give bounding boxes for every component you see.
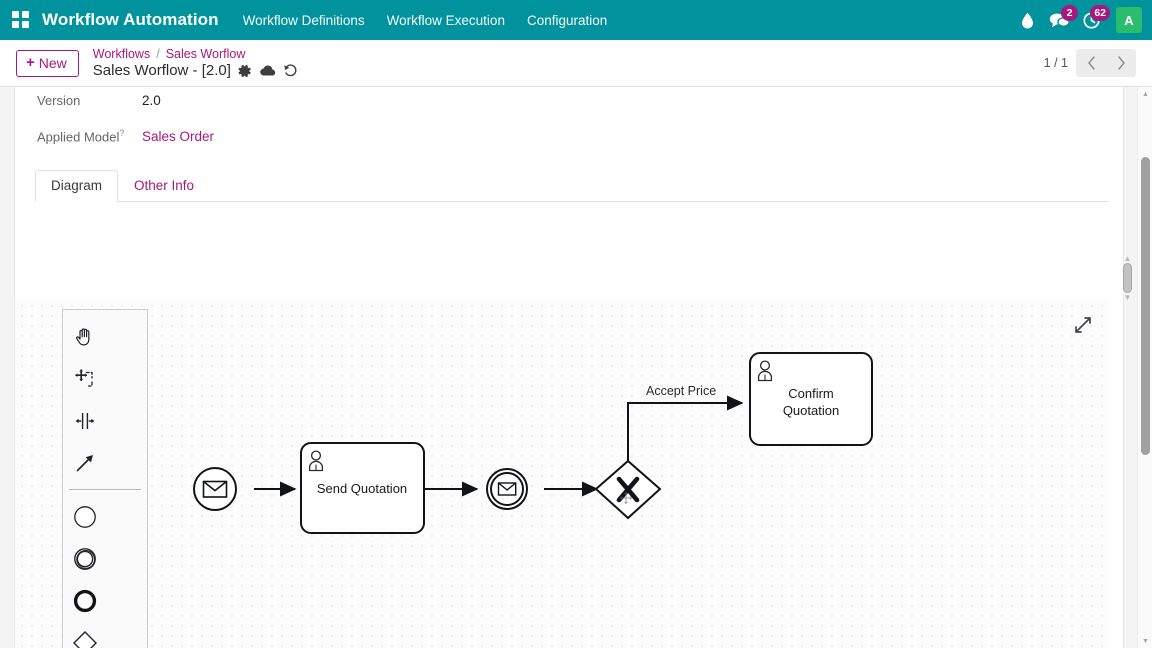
content-area: Version 2.0 Applied Model? Sales Order D… bbox=[0, 87, 1152, 648]
breadcrumb-separator: / bbox=[156, 46, 160, 61]
new-record-button[interactable]: + New bbox=[16, 49, 79, 77]
edge-label-accept-price: Accept Price bbox=[646, 384, 716, 398]
field-version-value[interactable]: 2.0 bbox=[142, 93, 161, 108]
bpmn-palette: ••• bbox=[62, 309, 148, 648]
pager-previous-button[interactable] bbox=[1076, 49, 1106, 77]
breadcrumb-item-sales-worflow[interactable]: Sales Worflow bbox=[165, 46, 246, 61]
record-pager: 1 / 1 bbox=[1044, 49, 1136, 77]
navbar-right-tools: 2 62 A bbox=[1012, 5, 1152, 34]
user-task-person-icon bbox=[308, 450, 324, 472]
record-title-row: Sales Worflow - [2.0] bbox=[93, 62, 298, 79]
end-event-icon[interactable] bbox=[63, 580, 106, 622]
intermediate-event-icon[interactable] bbox=[63, 538, 106, 580]
expand-fullscreen-icon[interactable] bbox=[1073, 315, 1093, 335]
control-panel: + New Workflows / Sales Worflow Sales Wo… bbox=[0, 40, 1152, 87]
page-title: Sales Worflow - [2.0] bbox=[92, 62, 231, 80]
start-event-icon[interactable] bbox=[63, 496, 106, 538]
task-label-confirm-quotation-line1: Confirm bbox=[788, 386, 834, 401]
field-version: Version 2.0 bbox=[15, 93, 1123, 108]
pager-next-button[interactable] bbox=[1106, 49, 1136, 77]
help-marker[interactable]: ? bbox=[119, 128, 125, 138]
settings-gear-icon[interactable] bbox=[238, 64, 252, 78]
breadcrumb: Workflows / Sales Worflow Sales Worflow … bbox=[93, 47, 298, 80]
new-button-label: New bbox=[38, 54, 67, 71]
activities-badge: 62 bbox=[1090, 5, 1110, 21]
field-applied-model: Applied Model? Sales Order bbox=[15, 128, 1123, 144]
pager-count: 1 / 1 bbox=[1043, 56, 1068, 70]
task-label-send-quotation: Send Quotation bbox=[317, 481, 407, 496]
connect-tool-icon[interactable] bbox=[63, 442, 106, 484]
water-drop-icon[interactable] bbox=[1012, 6, 1042, 34]
cloud-upload-icon[interactable] bbox=[259, 64, 276, 78]
breadcrumb-path: Workflows / Sales Worflow bbox=[93, 47, 298, 61]
messages-badge: 2 bbox=[1061, 5, 1078, 21]
page-scroll-down-arrow[interactable]: ▼ bbox=[1142, 637, 1149, 645]
field-applied-model-label: Applied Model? bbox=[37, 128, 125, 145]
breadcrumb-item-workflows[interactable]: Workflows bbox=[92, 46, 151, 61]
lasso-tool-icon[interactable] bbox=[63, 358, 106, 400]
page-scrollbar[interactable]: ▲ ▼ bbox=[1137, 87, 1152, 648]
apps-grid-icon[interactable] bbox=[12, 11, 30, 29]
pager-buttons bbox=[1076, 49, 1136, 77]
node-intermediate-message-catch-event[interactable] bbox=[486, 468, 528, 510]
move-cursor-icon bbox=[619, 491, 633, 505]
user-task-person-icon bbox=[757, 360, 773, 382]
tab-other-info[interactable]: Other Info bbox=[134, 177, 195, 193]
node-exclusive-gateway[interactable] bbox=[594, 459, 662, 520]
plus-icon: + bbox=[26, 54, 35, 71]
inner-scroll-thumb[interactable] bbox=[1123, 263, 1132, 293]
nav-item-configuration[interactable]: Configuration bbox=[526, 12, 608, 28]
node-task-send-quotation[interactable]: Send Quotation bbox=[300, 442, 425, 534]
tab-bar: Diagram Other Info bbox=[35, 169, 1109, 203]
space-tool-icon[interactable] bbox=[63, 400, 106, 442]
inner-scrollbar[interactable]: ▲ ▼ bbox=[1122, 254, 1133, 302]
hand-tool-icon[interactable] bbox=[63, 316, 106, 358]
user-avatar[interactable]: A bbox=[1116, 7, 1142, 33]
field-version-label: Version bbox=[37, 93, 81, 108]
nav-item-workflow-execution[interactable]: Workflow Execution bbox=[386, 12, 505, 28]
palette-divider bbox=[69, 489, 141, 490]
nav-item-workflow-definitions[interactable]: Workflow Definitions bbox=[242, 12, 365, 28]
task-label-confirm-quotation-line2: Quotation bbox=[783, 403, 839, 418]
undo-discard-icon[interactable] bbox=[283, 63, 298, 78]
field-applied-model-value[interactable]: Sales Order bbox=[142, 129, 215, 145]
bpmn-diagram[interactable]: Accept Price Send Quotation bbox=[15, 299, 1109, 648]
bpmn-canvas[interactable]: ••• Accept Price bbox=[15, 299, 1109, 648]
app-brand-title[interactable]: Workflow Automation bbox=[42, 10, 219, 29]
top-navbar: Workflow Automation Workflow Definitions… bbox=[0, 0, 1152, 40]
inner-scroll-down-arrow[interactable]: ▼ bbox=[1123, 293, 1132, 302]
sequence-flow-gateway-to-confirm[interactable] bbox=[627, 395, 744, 477]
node-task-confirm-quotation[interactable]: Confirm Quotation bbox=[749, 352, 873, 446]
gateway-icon[interactable] bbox=[63, 622, 106, 648]
activities-clock-icon[interactable]: 62 bbox=[1076, 5, 1110, 34]
tab-diagram[interactable]: Diagram bbox=[35, 169, 119, 203]
page-scroll-thumb[interactable] bbox=[1141, 157, 1150, 455]
page-scroll-up-arrow[interactable]: ▲ bbox=[1142, 90, 1149, 98]
messages-icon[interactable]: 2 bbox=[1044, 5, 1078, 34]
inner-scroll-up-arrow[interactable]: ▲ bbox=[1123, 254, 1132, 263]
node-message-start-event[interactable] bbox=[193, 467, 237, 511]
